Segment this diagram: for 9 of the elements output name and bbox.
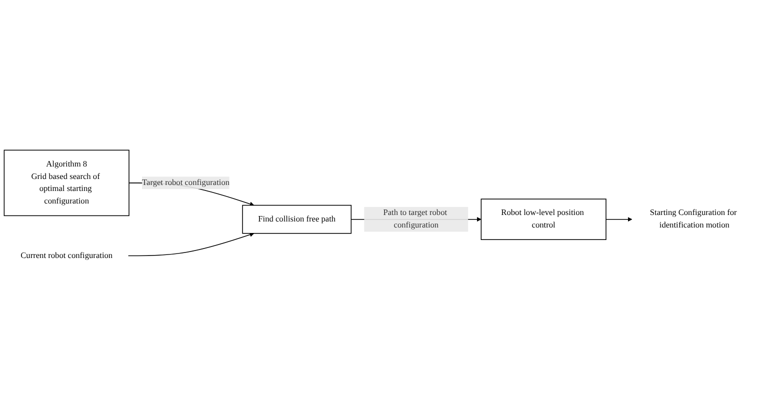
- node-box: Find collision free path: [242, 204, 352, 234]
- edge-label: Path to target robot configuration: [383, 208, 448, 230]
- node-text: Current robot configuration: [20, 250, 113, 260]
- node-text: Starting Configuration for identification motion: [650, 208, 737, 230]
- node-box: Algorithm 8 Grid based search of optimal starting configuration: [4, 149, 130, 216]
- node-box: Robot low-level position control: [480, 198, 606, 240]
- arrow: [128, 232, 254, 256]
- edge-label: Target robot configuration: [142, 178, 230, 187]
- arrow: [606, 216, 632, 222]
